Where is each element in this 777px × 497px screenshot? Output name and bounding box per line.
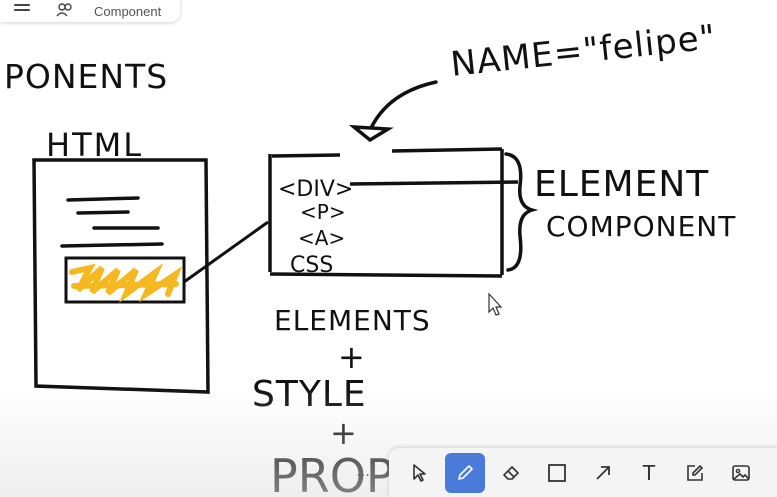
pen-icon [458,464,473,480]
hamburger-menu-icon[interactable] [14,4,30,16]
text-component: COMPONENT [546,210,736,243]
image-icon [732,464,750,481]
text-name-attribute: NAME="felipe" [449,17,718,85]
text-a-tag: <A> [298,226,345,250]
html-page-document [32,158,210,394]
select-tool-button[interactable] [399,453,439,493]
arrow-tool-button[interactable] [583,453,623,493]
square-icon [548,463,566,482]
eraser-tool-button[interactable] [491,453,531,493]
text-html: HTML [46,126,143,164]
top-bar: Component [0,0,180,22]
eraser-icon [503,465,519,480]
pen-tool-button[interactable] [445,452,485,493]
text-plus-2: + [330,414,357,452]
highlighted-block [64,256,186,304]
people-icon[interactable] [56,3,74,17]
drawing-toolbar: T [389,448,777,497]
arrow-icon [596,465,610,480]
more-options-button[interactable]: ... [356,463,370,480]
text-tool-button[interactable]: T [629,453,669,493]
text-div-tag: <DIV> [278,177,353,202]
text-ponents: PONENTS [4,57,168,96]
text-element: ELEMENT [534,164,709,205]
rectangle-tool-button[interactable] [537,453,577,493]
text-icon: T [642,460,656,485]
cursor-icon [413,463,426,482]
curly-brace [504,152,539,272]
note-edit-icon [687,464,704,481]
text-css: CSS [290,253,333,278]
mouse-cursor-icon [488,292,503,316]
text-p-tag: <P> [300,200,346,224]
yellow-scribble [69,262,183,303]
board-title: Component [94,3,162,19]
name-arrow [348,80,438,143]
connector-line [183,220,269,284]
note-tool-button[interactable] [675,453,715,493]
image-tool-button[interactable] [721,453,761,493]
text-elements: ELEMENTS [274,304,431,337]
component-box [268,147,519,278]
text-style: STYLE [252,374,367,415]
text-plus-1: + [338,338,365,376]
